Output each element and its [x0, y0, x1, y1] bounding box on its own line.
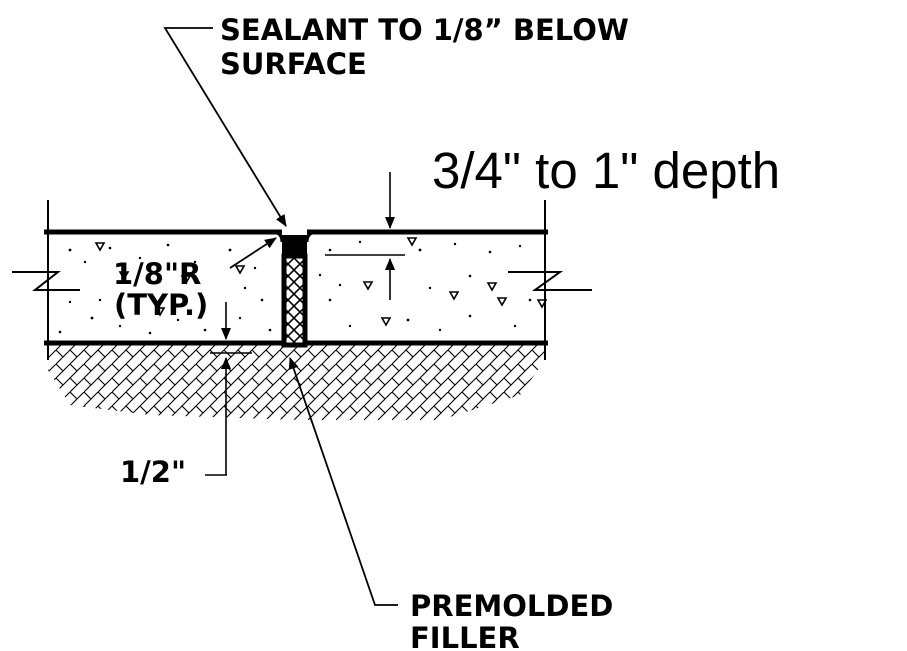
sealant: [282, 235, 307, 256]
filler-leader: [288, 357, 398, 606]
concrete-slab: [12, 200, 592, 360]
radius-leader: [229, 237, 277, 269]
half-inch-dimension: [205, 302, 252, 476]
sealant-label-line2: SURFACE: [220, 47, 367, 81]
break-line-right: [508, 271, 592, 291]
sealant-leader: [163, 27, 287, 227]
typical-label: (TYP.): [114, 288, 208, 322]
half-inch-label: 1/2": [120, 455, 186, 489]
expansion-joint: [271, 230, 318, 348]
aggregate-triangles: [94, 237, 548, 327]
break-line-left: [12, 271, 80, 291]
sealant-label-line1: SEALANT TO 1/8” BELOW: [220, 13, 629, 47]
radius-label: 1/8"R: [113, 257, 201, 291]
filler-label-line1: PREMOLDED: [410, 589, 613, 623]
filler-label-line2: FILLER: [410, 621, 520, 651]
aggregate-stipple: [58, 240, 532, 335]
rounded-edge-right: [305, 230, 318, 243]
premolded-filler: [281, 253, 308, 348]
depth-dimension: [325, 172, 405, 300]
depth-label: 3/4" to 1" depth: [432, 142, 780, 199]
rounded-edge-left: [271, 230, 284, 243]
